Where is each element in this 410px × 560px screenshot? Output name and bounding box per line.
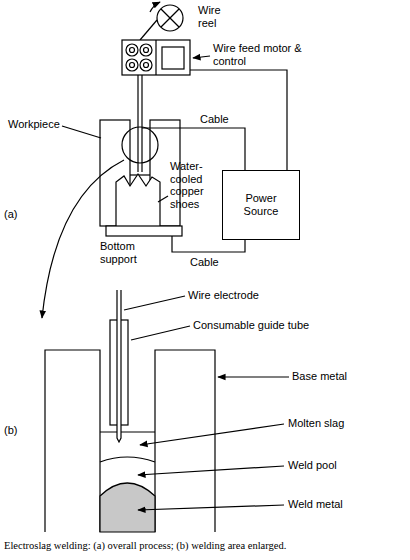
- wire-electrode: [117, 290, 121, 442]
- workpiece: [100, 120, 180, 226]
- part-label: Base metal: [292, 370, 347, 383]
- leader-line: [62, 126, 101, 138]
- leader-line: [124, 296, 185, 310]
- cable-label: Cable: [200, 113, 229, 126]
- leader-line: [140, 424, 284, 445]
- part-label: Consumable guide tube: [193, 319, 309, 332]
- part-label: Weld pool: [288, 459, 337, 472]
- power-source-box: Power Source: [222, 170, 300, 240]
- leader-line: [138, 505, 284, 510]
- leader-line: [158, 196, 168, 202]
- figure-caption: Electroslag welding: (a) overall process…: [4, 540, 286, 551]
- leader-line: [138, 466, 284, 475]
- part-label: Workpiece: [8, 118, 60, 131]
- part-label: Wire feed motor & control: [213, 42, 303, 67]
- wire-reel: [140, 2, 183, 40]
- weld-metal: [100, 483, 155, 532]
- part-label: Molten slag: [288, 417, 344, 430]
- cable-label: Cable: [190, 256, 219, 269]
- wire: [141, 75, 142, 172]
- node-text: Power Source: [223, 192, 299, 218]
- leader-line: [131, 326, 190, 340]
- panel-letter: (a): [4, 208, 17, 221]
- part-label: Wire reel: [198, 4, 238, 29]
- base-metal: [45, 350, 215, 532]
- leader-line: [193, 56, 210, 58]
- enlarge-arrow: [42, 160, 124, 318]
- enlarged-area-circle: [122, 127, 158, 163]
- copper-shoes: [116, 174, 160, 226]
- wire-feed-motor: [122, 40, 190, 75]
- part-label: Weld metal: [288, 498, 343, 511]
- slag-surface: [100, 431, 155, 432]
- leader-line: [218, 376, 289, 377]
- wire: [137, 75, 138, 172]
- part-label: Bottom support: [100, 240, 160, 265]
- panel-letter: (b): [4, 424, 17, 437]
- part-label: Water-cooled copper shoes: [170, 160, 218, 211]
- part-label: Wire electrode: [188, 289, 259, 302]
- pool-surface: [100, 457, 155, 462]
- bottom-support: [106, 226, 182, 236]
